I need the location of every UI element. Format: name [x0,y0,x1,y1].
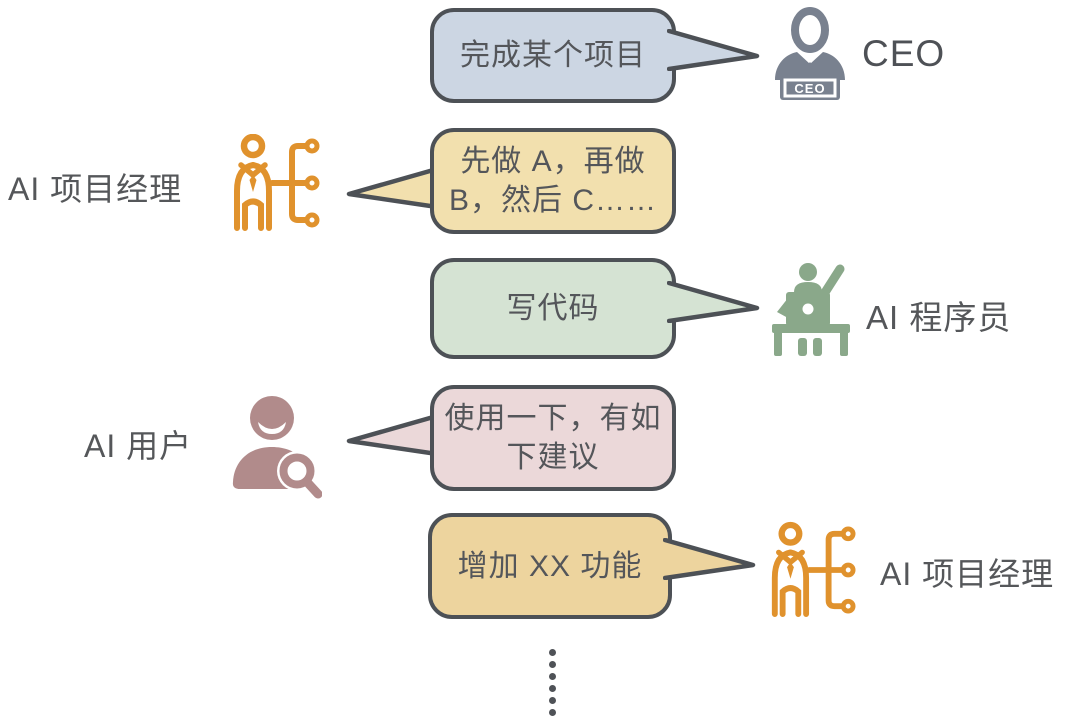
project-manager-icon [228,134,320,232]
speech-bubble: 写代码 [430,258,676,359]
bubble-text: 先做 A，再做 B，然后 C…… [448,145,657,217]
speech-bubble: 先做 A，再做 B，然后 C…… [430,128,676,234]
ellipsis-dots [549,649,556,716]
bubble-tail-left [346,414,439,456]
speech-bubble: 使用一下，有如 下建议 [430,385,676,491]
programmer-icon [772,262,850,356]
bubble-text: 增加 XX 功能 [457,549,643,583]
bubble-tail-right [667,281,760,323]
bubble-tail-left [346,167,439,209]
actor-label: AI 程序员 [866,299,1012,336]
actor-label: AI 项目经理 [8,171,183,207]
bubble-text: 使用一下，有如 下建议 [444,402,662,474]
ceo-icon: CEO [770,6,850,100]
actor-label: AI 项目经理 [880,556,1055,592]
bubble-text: 完成某个项目 [460,39,646,72]
speech-bubble: 完成某个项目 [430,8,676,103]
project-manager-icon [766,520,856,620]
actor-label: CEO [862,33,946,74]
svg-text:CEO: CEO [794,81,825,96]
bubble-text: 写代码 [506,292,600,325]
user-icon [228,392,322,502]
actor-label: AI 用户 [84,428,193,464]
speech-bubble: 增加 XX 功能 [428,513,672,619]
bubble-tail-right [667,29,760,71]
bubble-tail-right [663,538,756,580]
